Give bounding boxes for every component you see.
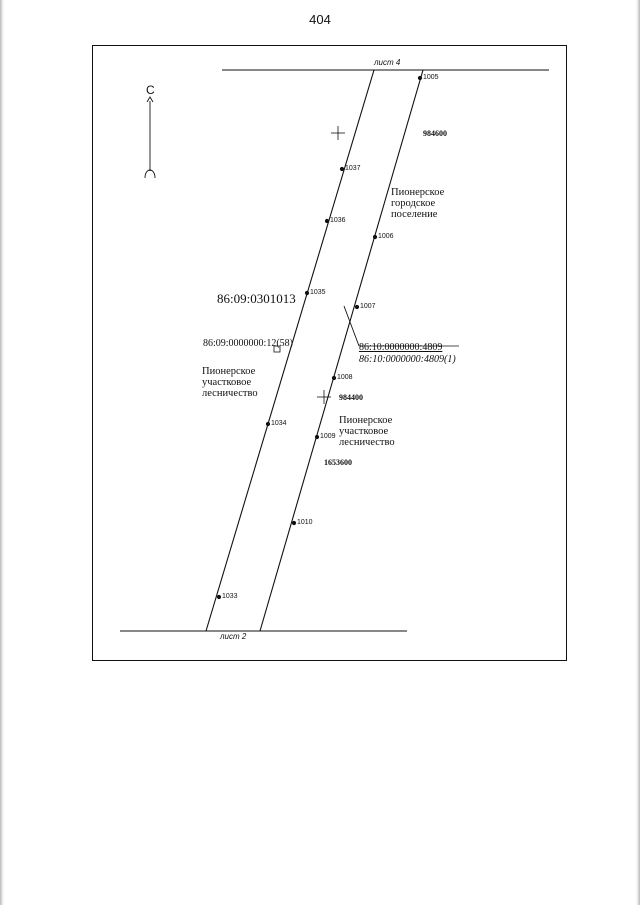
boundary-point-1037 bbox=[339, 166, 345, 172]
point-label-1008: 1008 bbox=[337, 374, 353, 381]
parcel-leader-line bbox=[343, 305, 360, 347]
point-label-1007: 1007 bbox=[360, 303, 376, 310]
grid-label-1653600: 1653600 bbox=[324, 458, 352, 467]
boundary-point-1007 bbox=[354, 304, 360, 310]
boundary-point-1034 bbox=[265, 421, 271, 427]
boundary-point-1005 bbox=[417, 75, 423, 81]
left-corridor-line bbox=[205, 69, 375, 632]
area-label-city-settlement: Пионерское городское поселение bbox=[391, 187, 445, 220]
page-number: 404 bbox=[309, 12, 331, 27]
boundary-point-1036 bbox=[324, 218, 330, 224]
point-label-1010: 1010 bbox=[297, 519, 313, 526]
boundary-point-1010 bbox=[291, 520, 297, 526]
point-label-1005: 1005 bbox=[423, 74, 439, 81]
sheet-label-top: лист 4 bbox=[374, 58, 401, 67]
sheet-label-bottom: лист 2 bbox=[220, 632, 247, 641]
main-parcel-label: 86:10:0000000:4809 bbox=[359, 342, 443, 353]
boundary-point-1008 bbox=[331, 375, 337, 381]
boundary-point-1006 bbox=[372, 234, 378, 240]
scan-edge-left bbox=[0, 0, 4, 905]
cadastral-map-drawing bbox=[120, 69, 549, 632]
point-label-1036: 1036 bbox=[330, 217, 346, 224]
point-label-1037: 1037 bbox=[345, 165, 361, 172]
grid-label-984400: 984400 bbox=[339, 393, 363, 402]
cadastral-quarter-label: 86:09:0301013 bbox=[217, 291, 296, 306]
grid-cross-upper bbox=[331, 126, 345, 140]
point-label-1034: 1034 bbox=[271, 420, 287, 427]
grid-cross-lower bbox=[317, 390, 331, 404]
point-label-1035: 1035 bbox=[310, 289, 326, 296]
boundary-point-1033 bbox=[216, 594, 222, 600]
point-label-1006: 1006 bbox=[378, 233, 394, 240]
scan-edge-right bbox=[636, 0, 640, 905]
area-label-forestry-left: Пионерское участковое лесничество bbox=[202, 366, 258, 399]
north-label: С bbox=[146, 83, 155, 97]
boundary-point-1035 bbox=[304, 290, 310, 296]
map-frame: лист 4 лист 2 С 1005 1006 1007 1008 1009… bbox=[92, 45, 567, 661]
area-label-forestry-right: Пионерское участковое лесничество bbox=[339, 415, 395, 448]
main-parcel-part-label: 86:10:0000000:4809(1) bbox=[359, 354, 456, 365]
boundary-point-1009 bbox=[314, 434, 320, 440]
right-corridor-line bbox=[259, 69, 424, 632]
left-parcel-label: 86:09:0000000:12(58) bbox=[203, 338, 293, 349]
point-label-1009: 1009 bbox=[320, 433, 336, 440]
grid-label-984600: 984600 bbox=[423, 129, 447, 138]
parcel-marker-icon bbox=[273, 345, 281, 353]
north-arrow-icon bbox=[144, 96, 156, 179]
point-label-1033: 1033 bbox=[222, 593, 238, 600]
